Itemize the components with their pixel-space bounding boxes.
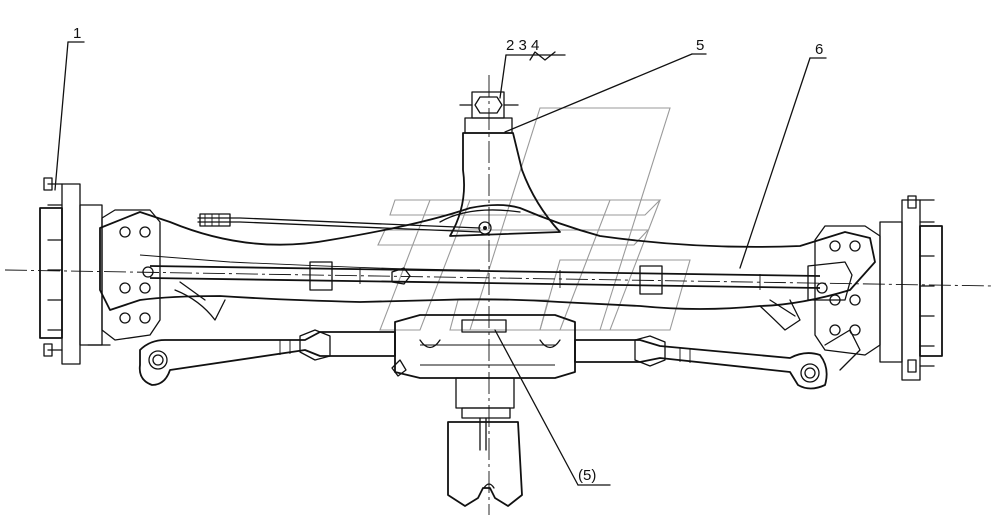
leader-lines [54, 41, 827, 486]
callout-1: 1 [73, 25, 81, 42]
callout-5: 5 [696, 37, 704, 54]
watermark-logo [377, 107, 691, 331]
right-steering-rod [574, 329, 861, 390]
callout-2-3-4: 2 3 4 [506, 37, 539, 54]
callout-6: 6 [815, 41, 823, 58]
center-lines [4, 75, 995, 515]
left-steering-rod [138, 329, 396, 386]
callout-labels: 1 2 3 4 5 6 (5) [73, 25, 823, 484]
lower-bracket [447, 417, 523, 507]
tie-rod [149, 261, 821, 295]
steering-cylinder [391, 314, 576, 419]
center-mount-tower [439, 91, 561, 237]
brake-line [197, 213, 481, 233]
left-wheel-hub [39, 177, 161, 365]
right-wheel-hub [807, 195, 943, 381]
callout-5-paren: (5) [578, 467, 596, 484]
